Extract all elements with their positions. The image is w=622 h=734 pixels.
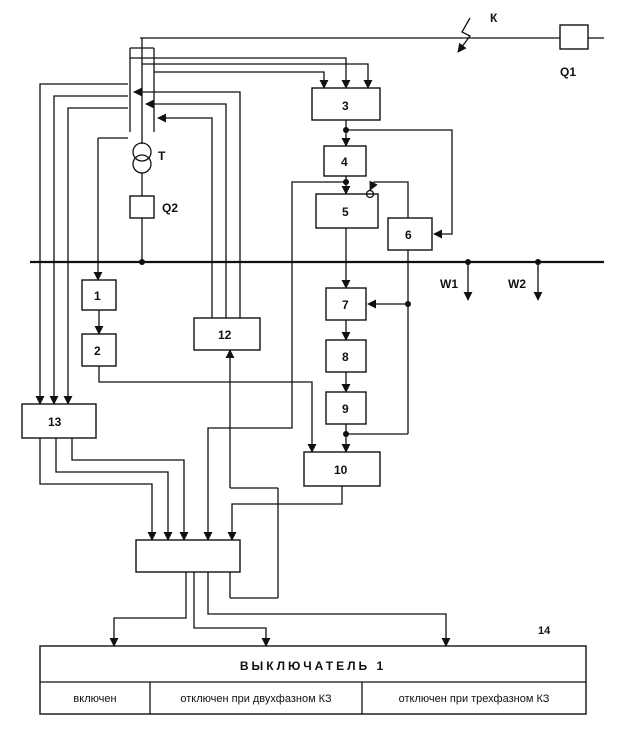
node-w2	[535, 259, 541, 265]
wire-6-to-5	[369, 180, 409, 218]
block-13	[21, 403, 97, 439]
block-7	[325, 287, 367, 321]
wire-hub-to-2ph	[193, 572, 271, 647]
block-8-label: 8	[342, 350, 349, 364]
block-9-label: 9	[342, 402, 349, 416]
wire-13-to-hub-c	[71, 438, 189, 541]
wire-12-to-phase-a	[133, 87, 241, 318]
block-10	[303, 451, 381, 487]
breaker-table	[39, 645, 587, 715]
wire-hub-to-on	[109, 572, 187, 647]
block-13-label: 13	[48, 415, 62, 429]
wire-to-13b	[49, 95, 128, 405]
wire-3-to-6	[346, 129, 453, 239]
transformer-t-icon-2	[132, 154, 152, 174]
fault-k-icon	[457, 17, 471, 53]
block-3	[311, 87, 381, 121]
block-1	[81, 279, 117, 311]
wire-12-to-phase-b	[145, 99, 227, 318]
breaker-state-3phase: отключен при трехфазном КЗ	[399, 693, 550, 705]
block-7-label: 7	[342, 298, 349, 312]
block-8	[325, 339, 367, 373]
block-10-label: 10	[334, 463, 348, 477]
label-w2: W2	[508, 277, 526, 291]
block-6	[387, 217, 433, 251]
wire-12-to-phase-c	[157, 113, 213, 318]
block-12-label: 12	[218, 328, 232, 342]
breaker-state-2phase: отключен при двухфазном КЗ	[180, 693, 332, 705]
wire-13-to-hub-b	[55, 438, 173, 541]
block-4-label: 4	[341, 155, 348, 169]
block-1-label: 1	[94, 289, 101, 303]
block-hub	[135, 539, 241, 573]
transformer-t-icon	[132, 142, 152, 162]
breaker-q1	[559, 24, 589, 50]
wire-to-13c	[63, 107, 128, 405]
wire-2-to-10	[98, 366, 317, 453]
wire-4-to-hub	[203, 181, 346, 541]
label-w1: W1	[440, 277, 458, 291]
wire-13-to-hub-a	[39, 438, 157, 541]
wire-to-3b	[142, 63, 373, 89]
block-2-label: 2	[94, 344, 101, 358]
wire-to-3a	[130, 57, 351, 89]
block-5-label: 5	[342, 205, 349, 219]
breaker-q2	[129, 195, 155, 219]
wire-to-3c	[154, 71, 329, 89]
label-fault-k: К	[490, 11, 498, 25]
breaker-state-on: включен	[73, 693, 116, 705]
label-q1: Q1	[560, 65, 576, 79]
label-q2: Q2	[162, 201, 178, 215]
breaker-title: ВЫКЛЮЧАТЕЛЬ 1	[240, 659, 386, 673]
block-6-label: 6	[405, 228, 412, 242]
block-5	[315, 193, 379, 229]
wire-to-13a	[35, 83, 128, 405]
block-4	[323, 145, 367, 177]
label-ref-14: 14	[538, 625, 551, 637]
block-3-label: 3	[342, 99, 349, 113]
wire-hub-to-3ph	[207, 572, 451, 647]
node-w1	[465, 259, 471, 265]
label-transformer: Т	[158, 149, 166, 163]
wire-10-to-hub	[227, 486, 343, 541]
